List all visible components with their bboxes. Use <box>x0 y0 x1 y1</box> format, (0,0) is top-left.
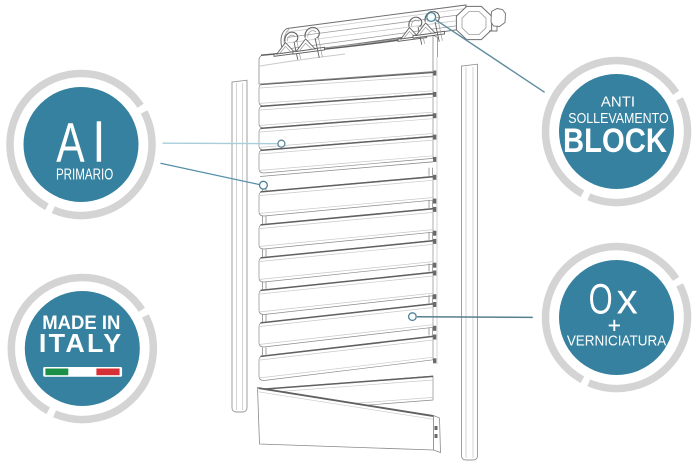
svg-text:O: O <box>589 275 613 323</box>
svg-text:x: x <box>617 276 638 323</box>
svg-text:SOLLEVAMENTO: SOLLEVAMENTO <box>568 110 669 126</box>
svg-text:PRIMARIO: PRIMARIO <box>56 165 113 183</box>
svg-text:A: A <box>56 111 85 174</box>
svg-text:BLOCK: BLOCK <box>563 121 667 160</box>
svg-text:ITALY: ITALY <box>39 328 124 357</box>
svg-text:MADE IN: MADE IN <box>42 313 120 335</box>
svg-text:ANTI: ANTI <box>601 94 635 111</box>
svg-text:VERNICIATURA: VERNICIATURA <box>567 333 667 350</box>
